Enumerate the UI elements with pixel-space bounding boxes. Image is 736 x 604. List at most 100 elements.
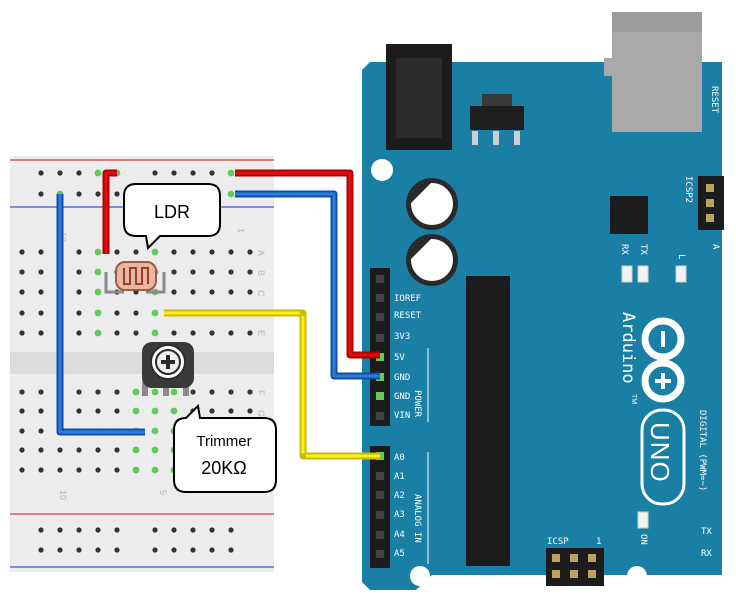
icsp2-pin-3	[706, 214, 714, 222]
analog-section-label: ANALOG IN	[412, 494, 422, 543]
led-l	[675, 265, 687, 283]
breadboard-hole	[247, 389, 253, 395]
regulator-pin-3	[514, 131, 520, 145]
breadboard-hole-active	[94, 309, 102, 317]
trimmer-leg-2	[163, 382, 169, 396]
breadboard-hole-active	[94, 288, 102, 296]
row-letter-g: G	[256, 410, 266, 417]
breadboard-hole	[95, 467, 101, 473]
breadboard-hole	[76, 249, 82, 255]
breadboard-hole	[95, 547, 101, 553]
breadboard-hole	[19, 310, 25, 316]
breadboard-hole	[114, 389, 120, 395]
breadboard-hole-active	[151, 466, 159, 474]
led-rx-label: RX	[619, 244, 629, 255]
power-pin-5v: 5V	[394, 353, 405, 363]
power-header-pin	[376, 294, 384, 302]
breadboard-hole	[228, 389, 234, 395]
analog-pin-a0: A0	[394, 453, 405, 463]
breadboard-hole	[38, 330, 44, 336]
trimmer-callout-bubble	[173, 403, 277, 493]
icsp-label: ICSP	[547, 537, 569, 547]
icsp2-pin-2	[706, 199, 714, 207]
breadboard-hole	[76, 447, 82, 453]
breadboard-hole	[190, 249, 196, 255]
row-letter-e: E	[256, 330, 266, 336]
breadboard-hole-active	[94, 329, 102, 337]
uno-text: UNO	[645, 422, 675, 483]
breadboard-hole	[209, 547, 215, 553]
breadboard-hole	[228, 249, 234, 255]
breadboard-hole	[76, 330, 82, 336]
breadboard-hole	[133, 330, 139, 336]
breadboard-hole	[114, 249, 120, 255]
arduino-board: RESET ICSP2 A RX TX L ON	[362, 12, 724, 590]
wire-yellow-bend-2	[300, 453, 306, 459]
analog-header-pin	[376, 550, 384, 558]
breadboard-hole	[57, 467, 63, 473]
ldr-callout-text: LDR	[154, 202, 190, 222]
breadboard-hole	[38, 447, 44, 453]
power-header	[370, 268, 390, 426]
breadboard-hole	[114, 547, 120, 553]
breadboard-hole	[114, 447, 120, 453]
atmega-chip	[466, 276, 510, 566]
breadboard-hole	[38, 310, 44, 316]
breadboard-hole	[76, 269, 82, 275]
breadboard-hole	[76, 310, 82, 316]
breadboard-hole	[95, 191, 101, 197]
trimmer-callout: Trimmer 20KΩ	[173, 403, 277, 493]
breadboard-hole	[95, 447, 101, 453]
breadboard-hole	[19, 447, 25, 453]
power-header-pin	[376, 313, 384, 321]
regulator-pin-2	[493, 131, 499, 145]
breadboard-hole	[209, 249, 215, 255]
power-pin-vin: VIN	[394, 411, 410, 421]
breadboard-hole	[152, 547, 158, 553]
icsp-pin	[552, 554, 560, 562]
breadboard-hole	[190, 330, 196, 336]
icsp-pin	[570, 570, 578, 578]
breadboard-hole-active	[151, 446, 159, 454]
usb-connector-top	[612, 12, 702, 32]
voltage-regulator	[470, 106, 524, 130]
breadboard-hole	[209, 170, 215, 176]
icsp-pin	[570, 554, 578, 562]
power-pin-ioref: IOREF	[394, 294, 421, 304]
breadboard-hole	[209, 269, 215, 275]
breadboard-hole-active	[132, 388, 140, 396]
breadboard-hole	[171, 527, 177, 533]
breadboard-hole	[209, 330, 215, 336]
breadboard-hole	[190, 389, 196, 395]
breadboard-hole	[247, 269, 253, 275]
breadboard-hole	[133, 249, 139, 255]
breadboard-hole	[38, 547, 44, 553]
breadboard-hole	[38, 289, 44, 295]
a-right-label: A	[710, 244, 720, 250]
breadboard-hole	[38, 191, 44, 197]
power-header-pin	[376, 334, 384, 342]
breadboard-hole	[38, 389, 44, 395]
analog-pin-a5: A5	[394, 549, 405, 559]
wire-yellow-bend-1	[300, 310, 306, 316]
breadboard-hole	[19, 467, 25, 473]
row-letter-c: C	[256, 290, 266, 297]
analog-header	[370, 446, 390, 568]
analog-header-pin	[376, 472, 384, 480]
breadboard-hole	[228, 547, 234, 553]
trimmer-leg-1	[142, 382, 148, 396]
breadboard-hole	[133, 310, 139, 316]
icsp2-pin-1	[706, 184, 714, 192]
breadboard-hole-active	[132, 446, 140, 454]
breadboard-hole	[38, 428, 44, 434]
ldr-track	[123, 267, 149, 285]
breadboard-hole	[247, 249, 253, 255]
breadboard-hole	[171, 269, 177, 275]
breadboard-hole	[19, 428, 25, 434]
led-on	[637, 511, 649, 529]
arduino-infinity-logo	[641, 317, 685, 403]
icsp-header	[546, 548, 604, 586]
led-on-label: ON	[638, 534, 648, 545]
breadboard-hole	[228, 527, 234, 533]
rx-right-label: RX	[701, 549, 712, 559]
